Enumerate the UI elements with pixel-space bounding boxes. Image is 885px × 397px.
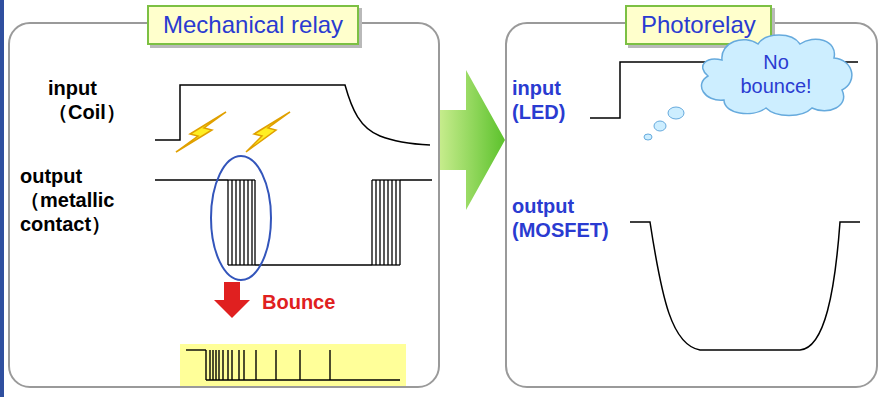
signal-label: input （Coil）: [48, 76, 126, 124]
thought-bubble: [654, 121, 666, 131]
bounce-zoom-box: [180, 344, 406, 386]
signal-label: Bounce: [262, 290, 335, 314]
cloud-text: No bounce!: [740, 50, 811, 98]
signal-label: output (MOSFET): [512, 194, 609, 242]
panel-title: Photorelay: [625, 5, 772, 45]
lightning-bolt: [176, 112, 226, 152]
contact-output-wave: [155, 180, 432, 265]
signal-label: input (LED): [512, 76, 565, 124]
cloud-outline: [692, 30, 860, 118]
thought-bubble: [644, 134, 652, 140]
red-arrow: [214, 282, 250, 318]
edge-bar: [0, 0, 4, 397]
thought-bubble: [668, 107, 684, 119]
panel-title: Mechanical relay: [147, 5, 359, 45]
bounce-lines: [228, 180, 400, 265]
bounce-zoom-lines: [186, 350, 400, 380]
lightning-bolt: [246, 112, 290, 152]
transition-arrow: [440, 70, 505, 210]
mosfet-output-wave: [630, 222, 860, 350]
highlight-ellipse: [211, 156, 271, 280]
thought-cloud: No bounce!: [692, 30, 860, 118]
signal-label: output （metallic contact）: [20, 164, 114, 236]
